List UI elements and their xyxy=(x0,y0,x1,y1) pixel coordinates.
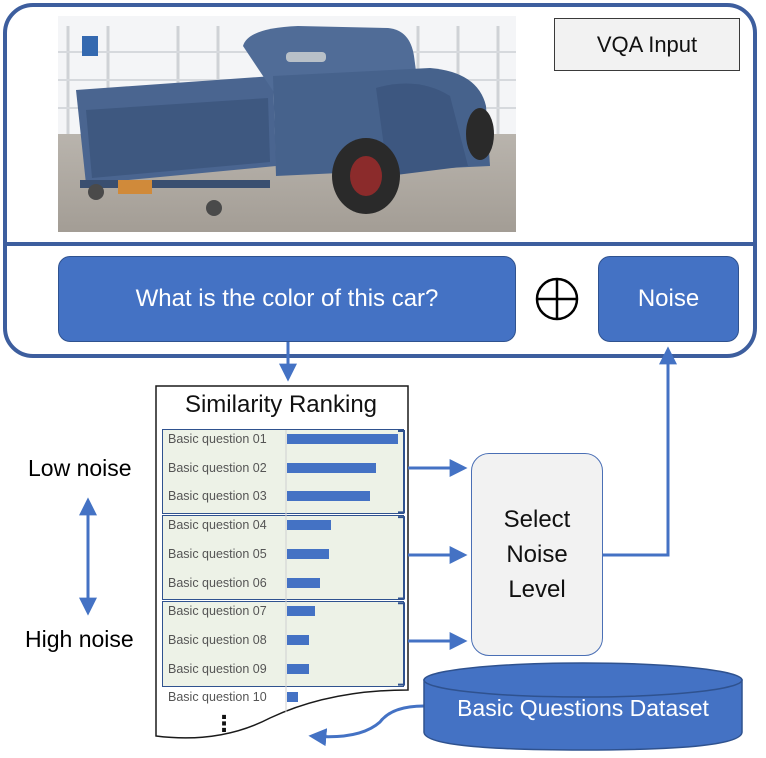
ranking-row-bar xyxy=(287,491,370,502)
question-text: What is the color of this car? xyxy=(135,285,439,312)
ranking-row-bar xyxy=(287,520,331,531)
ranking-row-label: Basic question 02 xyxy=(168,460,267,475)
more-rows-ellipsis: ⋮ xyxy=(213,711,235,736)
dataset-cylinder xyxy=(423,662,743,751)
group-bracket-2 xyxy=(398,516,405,600)
ranking-row-bar xyxy=(287,548,329,559)
ranking-row-label: Basic question 03 xyxy=(168,489,267,504)
ranking-row-bar xyxy=(287,434,398,444)
ranking-group-2 xyxy=(162,515,404,601)
vqa-input-frame xyxy=(3,3,757,358)
noise-box: Noise xyxy=(598,256,739,342)
ranking-row-label: Basic question 09 xyxy=(168,661,267,676)
noise-text: Noise xyxy=(637,285,700,312)
ranking-row-bar xyxy=(287,577,320,588)
frame-divider xyxy=(5,242,755,246)
select-line-2: Noise xyxy=(506,541,568,568)
ranking-row-label: Basic question 08 xyxy=(168,632,267,647)
ranking-row-bar xyxy=(287,606,315,617)
question-box: What is the color of this car? xyxy=(58,256,516,342)
ranking-row-bar xyxy=(287,634,309,645)
ranking-row-label: Basic question 10 xyxy=(168,690,267,705)
group-bracket-1 xyxy=(398,430,405,514)
oplus-icon xyxy=(535,277,579,321)
ranking-row-bar xyxy=(287,462,376,473)
vqa-input-label: VQA Input xyxy=(554,18,740,71)
ranking-row-label: Basic question 05 xyxy=(168,546,267,561)
arrow-dataset-to-ranking xyxy=(308,704,425,747)
ranking-row-label: Basic question 01 xyxy=(168,432,267,446)
arrow-selector-to-noise xyxy=(603,346,677,557)
group-bracket-3 xyxy=(398,602,405,686)
select-noise-level-box: Select Noise Level xyxy=(471,453,603,656)
dataset-label: Basic Questions Dataset xyxy=(457,695,709,721)
ranking-row-bar xyxy=(287,692,298,703)
select-line-3: Level xyxy=(508,576,566,603)
high-noise-label: High noise xyxy=(25,626,134,652)
ranking-row-label: Basic question 04 xyxy=(168,518,267,533)
select-line-1: Select xyxy=(503,506,571,533)
ranking-row-bar xyxy=(287,663,309,674)
ranking-row-label: Basic question 07 xyxy=(168,604,267,619)
truck-photo xyxy=(58,16,516,232)
ranking-group-3 xyxy=(162,601,404,687)
ranking-row-label: Basic question 06 xyxy=(168,575,267,590)
low-noise-label: Low noise xyxy=(28,455,132,481)
ranking-title: Similarity Ranking xyxy=(184,391,378,418)
